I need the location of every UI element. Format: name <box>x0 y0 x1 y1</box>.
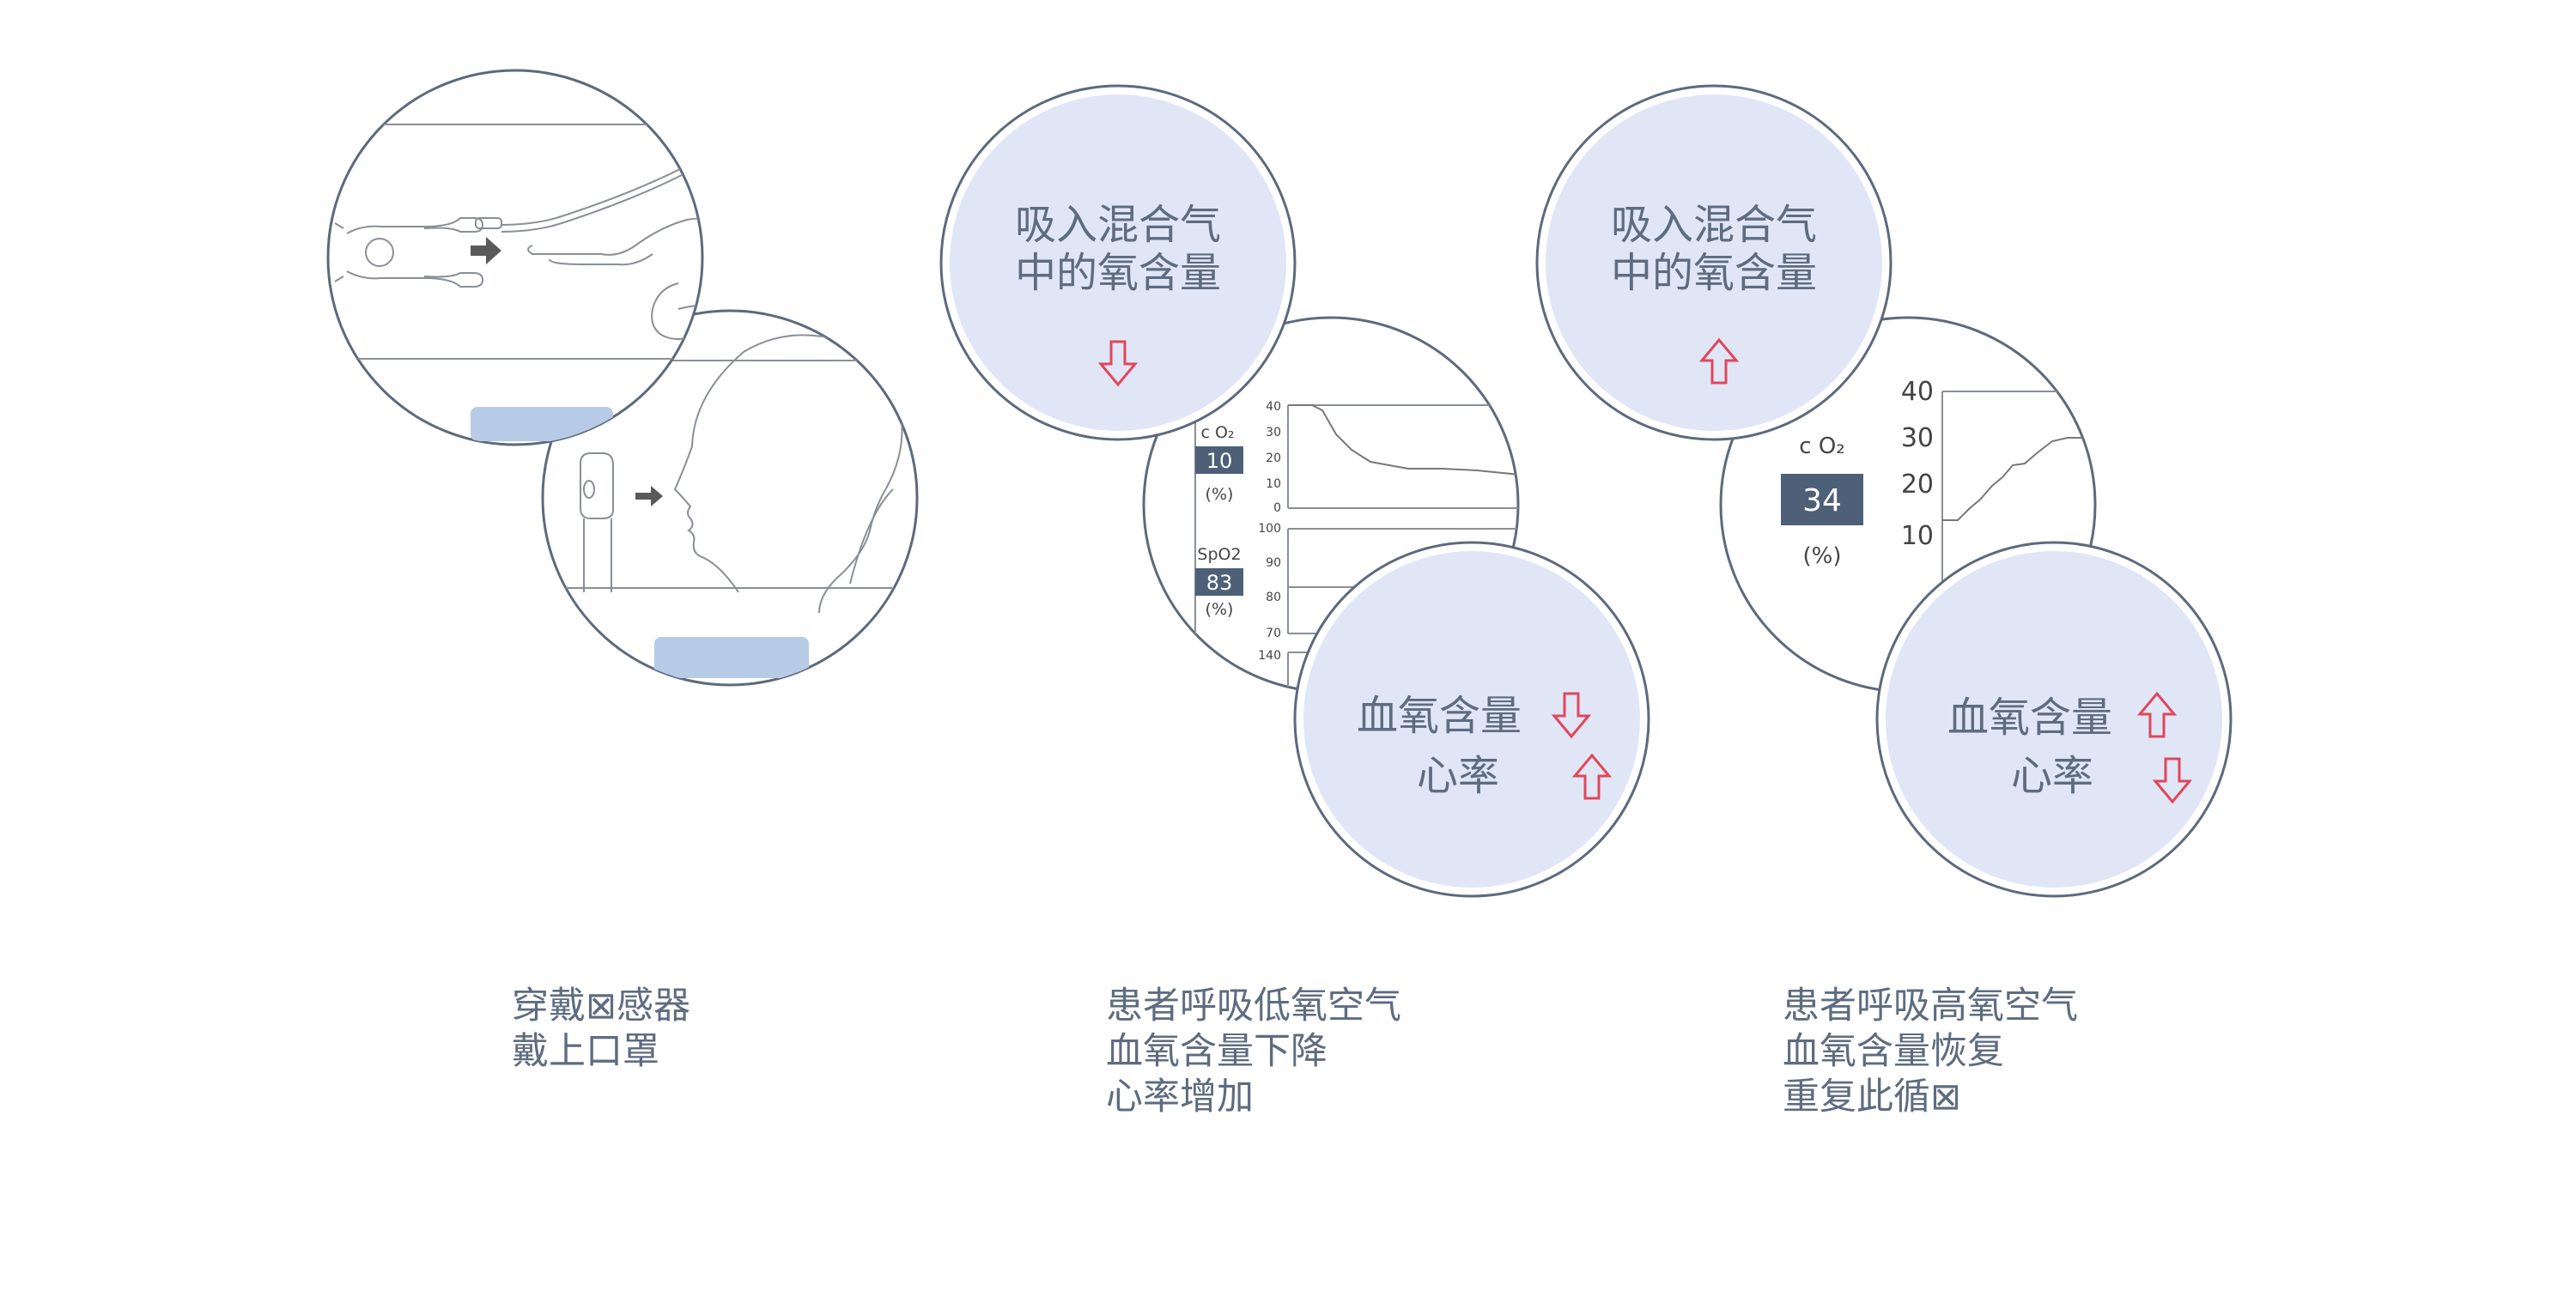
bubble-line2: 中的氧含量 <box>1611 249 1817 297</box>
finger-icon <box>527 217 702 256</box>
step2-caption: 患者呼吸低氧空气 血氧含量下降 心率增加 <box>1106 984 1401 1120</box>
tick-label: 80 <box>1266 591 1281 604</box>
step2-oxygen-bubble: 吸入混合气 中的氧含量 <box>939 84 1297 441</box>
caption-line: 心率增加 <box>1106 1076 1254 1118</box>
spo2-label: SpO2 <box>1197 545 1241 564</box>
arrow-down-icon <box>1097 340 1139 387</box>
mask-pad <box>654 637 809 678</box>
bubble-line2: 中的氧含量 <box>1015 249 1221 297</box>
caption-line: 血氧含量下降 <box>1106 1030 1327 1073</box>
arrow-down-icon <box>1551 692 1592 739</box>
co2-label: c O₂ <box>1799 433 1844 459</box>
caption-line: 戴上口罩 <box>512 1030 659 1073</box>
step1-finger-sensor-circle <box>326 69 704 446</box>
spo2-value-box <box>1195 568 1243 596</box>
tick-label: 100 <box>1258 522 1281 536</box>
step1-caption: 穿戴⊠感器 戴上口罩 <box>512 984 690 1075</box>
head-profile-icon <box>673 334 903 614</box>
sensor-pad <box>471 407 613 441</box>
step1-face-mask-circle <box>541 309 919 687</box>
blood-oxygen-label: 血氧含量 <box>1357 692 1522 740</box>
step2-result-bubble: 血氧含量 心率 <box>1293 541 1650 898</box>
tick-label: 0 <box>1273 501 1281 515</box>
tick-label: 10 <box>1901 521 1934 551</box>
co2-unit: (%) <box>1803 543 1842 569</box>
arrow-right-icon <box>471 237 501 264</box>
arrow-down-icon <box>2152 757 2193 804</box>
co2-label: c O₂ <box>1200 423 1234 442</box>
mask-icon <box>580 452 614 519</box>
caption-line: 血氧含量恢复 <box>1783 1030 2004 1073</box>
co2-trend-line <box>1288 404 1518 478</box>
caption-line: 穿戴⊠感器 <box>512 985 691 1027</box>
step3-result-bubble: 血氧含量 心率 <box>1875 541 2233 898</box>
tick-label: 40 <box>1901 377 1934 407</box>
co2-trend-line <box>1942 437 2095 521</box>
bubble-line1: 吸入混合气 <box>1015 201 1221 249</box>
tick-label: 90 <box>1266 556 1281 570</box>
co2-value: 10 <box>1206 449 1233 473</box>
bubble-line1: 吸入混合气 <box>1611 201 1817 249</box>
heart-rate-label: 心率 <box>2011 752 2093 800</box>
caption-line: 患者呼吸高氧空气 <box>1783 985 2078 1027</box>
finger-clip-sensor-icon <box>365 238 394 267</box>
tick-label: 30 <box>1266 426 1281 439</box>
step3-caption: 患者呼吸高氧空气 血氧含量恢复 重复此循⊠ <box>1783 984 2078 1120</box>
arrow-up-icon <box>2136 691 2178 738</box>
co2-value: 34 <box>1802 483 1842 518</box>
co2-value-box <box>1781 474 1863 525</box>
tick-label: 20 <box>1901 470 1934 500</box>
co2-value-box <box>1195 446 1243 474</box>
tick-label: 140 <box>1258 649 1281 663</box>
arrow-up-icon <box>1571 753 1613 800</box>
tick-label: 70 <box>1266 627 1281 640</box>
caption-line: 重复此循⊠ <box>1783 1076 1962 1118</box>
tick-label: 40 <box>1266 400 1281 414</box>
step3-oxygen-bubble: 吸入混合气 中的氧含量 <box>1535 84 1893 441</box>
blood-oxygen-label: 血氧含量 <box>1947 694 2112 742</box>
heart-rate-label: 心率 <box>1417 752 1499 800</box>
co2-unit: (%) <box>1206 485 1234 504</box>
arrow-up-icon <box>1698 337 1740 385</box>
tick-label: 10 <box>1266 477 1281 491</box>
spo2-value: 83 <box>1206 571 1233 595</box>
arrow-right-icon <box>635 486 663 506</box>
caption-line: 患者呼吸低氧空气 <box>1106 985 1401 1027</box>
spo2-unit: (%) <box>1206 600 1234 619</box>
tick-label: 20 <box>1266 452 1281 465</box>
tick-label: 30 <box>1901 423 1934 453</box>
